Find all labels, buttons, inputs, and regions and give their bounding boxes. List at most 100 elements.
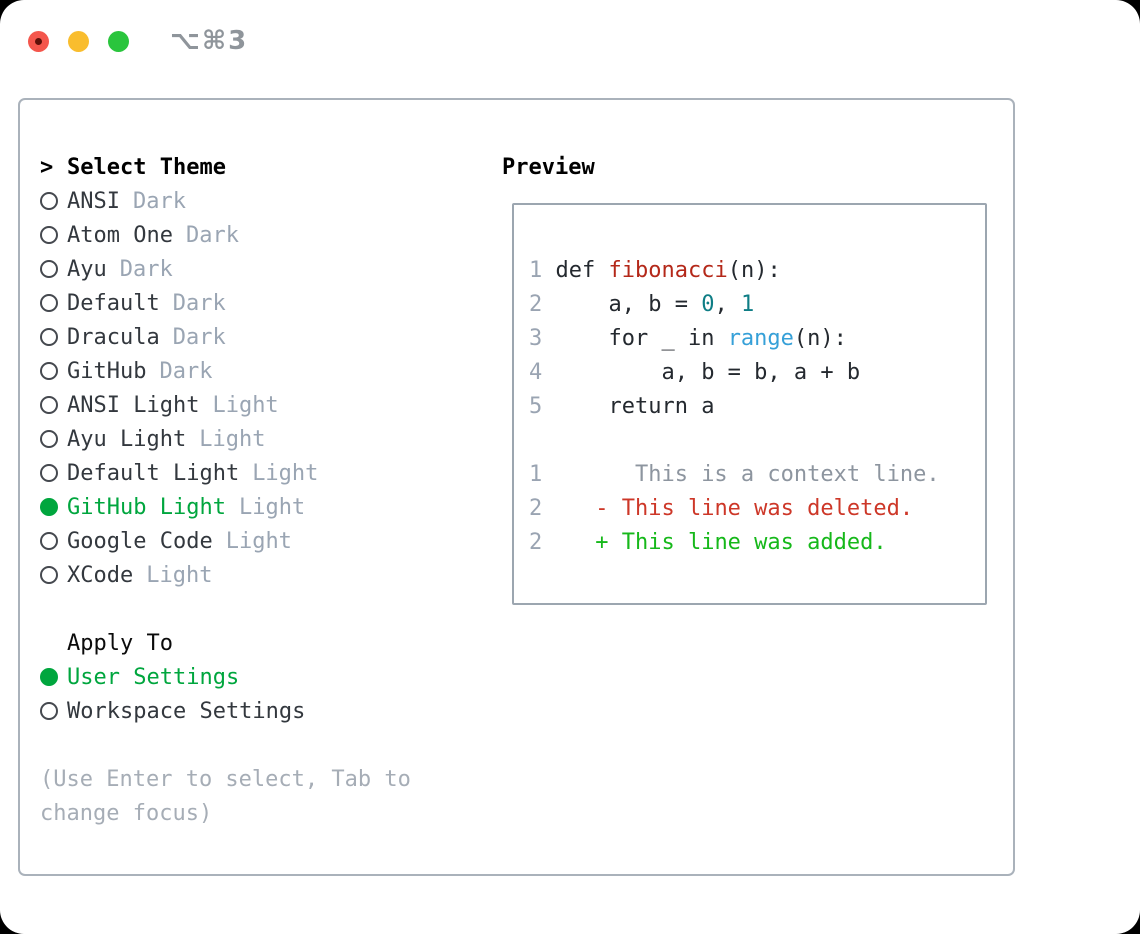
code-segment-num: 4 (529, 360, 556, 385)
radio-circle (40, 566, 58, 584)
theme-variant-label: Light (146, 562, 213, 588)
code-segment-code: a, b = (555, 292, 702, 317)
minimize-button[interactable] (68, 30, 89, 52)
radio-circle (40, 498, 58, 516)
theme-option-ansi[interactable]: ANSI Dark (40, 184, 480, 218)
option-label: ANSI Light (67, 392, 200, 418)
option-label: ANSI (67, 188, 120, 214)
radio-unselected-icon (40, 430, 67, 448)
theme-variant-label: Light (212, 392, 279, 418)
code-line: 2 - This line was deleted. (529, 492, 985, 526)
code-segment-code: a, b = b, a + b (555, 360, 861, 385)
spacer-row (40, 728, 480, 762)
code-segment-builtin: range (727, 326, 794, 351)
select-theme-header: >Select Theme (40, 150, 480, 184)
option-label: Ayu Light (67, 426, 187, 452)
code-line: 2 + This line was added. (529, 526, 985, 560)
zoom-button[interactable] (108, 30, 129, 52)
theme-variant-label: Dark (172, 324, 226, 350)
spacer-row (40, 592, 480, 626)
theme-option-ansi-light[interactable]: ANSI Light Light (40, 388, 480, 422)
theme-variant-label: Light (252, 460, 319, 486)
option-label: XCode (67, 562, 134, 588)
code-line: 3 for _ in range(n): (529, 322, 985, 356)
radio-circle (40, 362, 58, 380)
radio-circle (40, 532, 58, 550)
theme-variant-label: Dark (119, 256, 173, 282)
radio-circle (40, 260, 58, 278)
hint-line-1: (Use Enter to select, Tab to (40, 766, 411, 792)
theme-option-xcode[interactable]: XCode Light (40, 558, 480, 592)
code-segment-code: (n): (793, 326, 847, 351)
radio-unselected-icon (40, 192, 67, 210)
radio-unselected-icon (40, 396, 67, 414)
code-segment-code: return a (555, 394, 715, 419)
theme-option-github-light[interactable]: GitHub Light Light (40, 490, 480, 524)
code-segment-num: 5 (529, 394, 556, 419)
radio-unselected-icon (40, 532, 67, 550)
radio-unselected-icon (40, 464, 67, 482)
theme-option-atom-one[interactable]: Atom One Dark (40, 218, 480, 252)
theme-variant-label: Light (225, 528, 292, 554)
code-segment-code: , (714, 292, 741, 317)
code-segment-lit: 1 (740, 292, 755, 317)
code-segment-fn: fibonacci (608, 258, 728, 283)
code-segment-code (542, 530, 595, 555)
code-segment-code: (n): (727, 258, 781, 283)
code-line: 5 return a (529, 390, 985, 424)
code-line: 1 def fibonacci(n): (529, 254, 985, 288)
code-segment-lit: 0 (701, 292, 715, 317)
code-segment-num: 2 (529, 292, 556, 317)
option-label: Atom One (67, 222, 173, 248)
radio-unselected-icon (40, 260, 67, 278)
code-segment-del: - This line was deleted. (595, 496, 914, 521)
code-segment-num: 3 (529, 326, 556, 351)
close-button[interactable] (28, 30, 49, 52)
radio-circle (40, 396, 58, 414)
theme-option-ayu-light[interactable]: Ayu Light Light (40, 422, 480, 456)
radio-unselected-icon (40, 294, 67, 312)
radio-circle (40, 430, 58, 448)
code-line: 1 This is a context line. (529, 458, 985, 492)
code-segment-code: for _ in (555, 326, 728, 351)
apply-to-title: Apply To (67, 630, 173, 656)
theme-variant-label: Light (238, 494, 306, 520)
theme-variant-label: Dark (132, 188, 186, 214)
radio-circle (40, 464, 58, 482)
theme-variant-label: Light (199, 426, 266, 452)
radio-unselected-icon (40, 328, 67, 346)
apply-option-user-settings[interactable]: User Settings (40, 660, 480, 694)
option-label: Default (67, 290, 160, 316)
code-line: 2 a, b = 0, 1 (529, 288, 985, 322)
radio-circle (40, 192, 58, 210)
radio-circle (40, 702, 58, 720)
option-label: Default Light (67, 460, 240, 486)
option-label: GitHub (67, 358, 147, 384)
apply-option-workspace-settings[interactable]: Workspace Settings (40, 694, 480, 728)
code-segment-ctx: This is a context line. (542, 462, 940, 487)
code-segment-add: + This line was added. (595, 530, 887, 555)
radio-circle (40, 668, 58, 686)
radio-selected-icon (40, 498, 67, 516)
radio-circle (40, 294, 58, 312)
radio-unselected-icon (40, 566, 67, 584)
radio-selected-icon (40, 668, 67, 686)
theme-option-default-light[interactable]: Default Light Light (40, 456, 480, 490)
option-label: GitHub Light (67, 494, 226, 520)
radio-unselected-icon (40, 226, 67, 244)
code-segment-num: 1 (529, 258, 556, 283)
code-segment-code: def (555, 258, 609, 283)
theme-variant-label: Dark (185, 222, 239, 248)
radio-circle (40, 226, 58, 244)
hint-line-2: change focus) (40, 800, 213, 826)
code-line (529, 424, 985, 458)
radio-circle (40, 328, 58, 346)
radio-unselected-icon (40, 702, 67, 720)
